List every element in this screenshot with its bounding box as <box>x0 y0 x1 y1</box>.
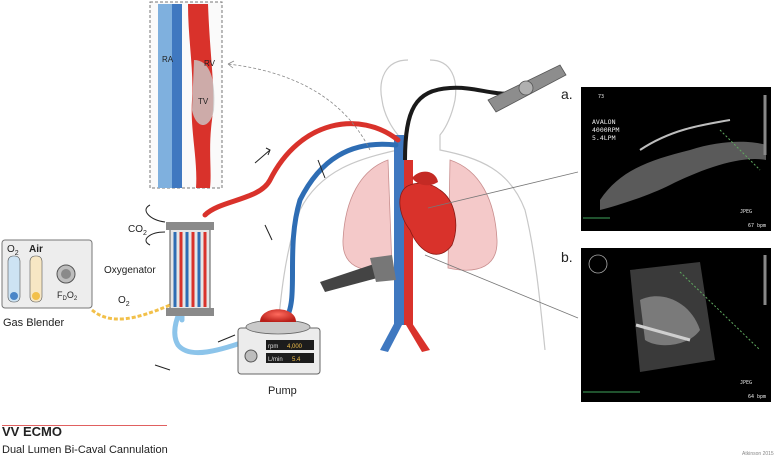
vena-cava <box>380 135 430 352</box>
echo-a-marker: a. <box>561 86 573 102</box>
fdo2-label: FDO2 <box>57 290 78 302</box>
pump-rpm-value: 4,000 <box>287 344 303 350</box>
pump-flow-label: L/min <box>268 357 283 363</box>
pump-flow-value: 5.4 <box>292 357 301 363</box>
rv-label: RV <box>204 59 216 68</box>
oxygenator-label: Oxygenator <box>104 265 156 276</box>
inset-pointer <box>227 63 371 151</box>
echo-b-marker: b. <box>561 249 573 265</box>
echo-a-tag: JPEG <box>740 209 752 215</box>
o2-gauge-label: O2 <box>7 244 19 257</box>
co2-label: CO2 <box>128 224 147 237</box>
cannula-inset <box>149 1 223 189</box>
echo-a-line2: 4000RPM <box>592 126 619 134</box>
tee-probe-handle <box>487 64 567 113</box>
caption-rule <box>2 425 167 426</box>
pump <box>237 309 321 375</box>
echo-b-tag: JPEG <box>740 380 752 386</box>
o2-supply-line <box>91 303 171 321</box>
lungs <box>342 159 498 271</box>
echo-a-hr: 67 bpm <box>748 223 766 229</box>
ra-label: RA <box>162 55 174 64</box>
echo-probe-lines <box>424 171 579 319</box>
echo-a-line1: AVALON <box>592 118 616 126</box>
air-gauge-label: Air <box>29 244 43 255</box>
caption-title: VV ECMO <box>2 424 62 439</box>
tte-probe <box>320 255 396 292</box>
caption-subtitle: Dual Lumen Bi-Caval Cannulation <box>2 444 168 456</box>
echo-a-depth: 73 <box>598 94 604 100</box>
echo-b-hr: 64 bpm <box>748 394 766 400</box>
pump-rpm-label: rpm <box>268 344 278 350</box>
heart <box>399 171 457 255</box>
patient-outline <box>275 59 546 351</box>
oxygenator <box>166 222 214 316</box>
artist-signature: Atkinson 2015 <box>742 451 774 457</box>
pump-label: Pump <box>268 385 297 397</box>
co2-exhaust-arrows <box>145 204 166 246</box>
tv-label: TV <box>198 97 209 106</box>
gas-blender-label: Gas Blender <box>3 317 64 329</box>
echo-image-b <box>581 248 771 402</box>
gas-blender <box>1 239 93 309</box>
flow-arrows <box>154 147 326 371</box>
o2-line-label: O2 <box>118 295 130 308</box>
echo-a-line3: 5.4LPM <box>592 134 616 142</box>
echo-image-a <box>581 87 771 231</box>
